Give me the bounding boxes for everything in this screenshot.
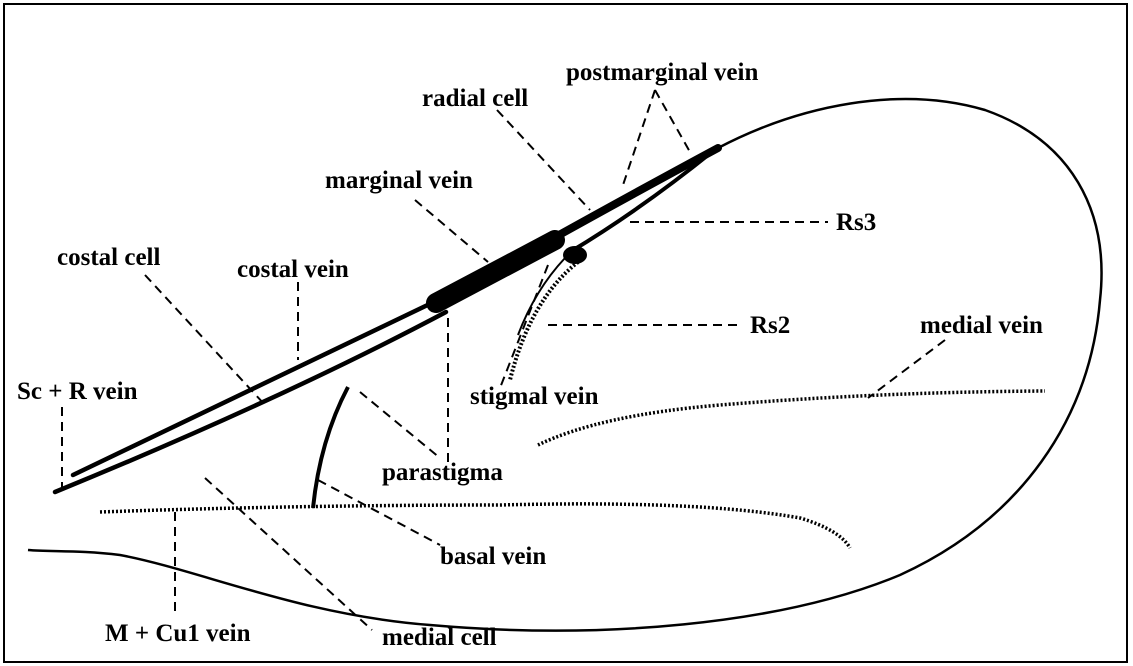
label-radial-cell: radial cell xyxy=(422,86,528,111)
stigma-knob xyxy=(563,246,587,264)
label-rs2: Rs2 xyxy=(750,313,790,338)
label-medial-vein: medial vein xyxy=(920,313,1043,338)
medial-vein-line xyxy=(538,391,1045,445)
stigmal-vein-line xyxy=(510,262,578,380)
leader-costal-cell xyxy=(145,275,265,405)
radial-cell-edge xyxy=(570,152,712,252)
label-stigmal-vein: stigmal vein xyxy=(470,384,598,409)
label-m-cu1-vein: M + Cu1 vein xyxy=(105,621,251,646)
wing-outline xyxy=(28,99,1102,630)
label-sc-r-vein: Sc + R vein xyxy=(17,379,138,404)
leader-stigmal-vein xyxy=(500,265,548,388)
leader-medial-vein xyxy=(868,340,945,398)
label-basal-vein: basal vein xyxy=(440,544,546,569)
leader-postmarginal-b xyxy=(655,90,690,152)
m-cu1-vein-line xyxy=(100,504,850,548)
leader-radial-cell xyxy=(497,110,590,210)
postmarginal-vein-line xyxy=(550,148,718,240)
label-rs3: Rs3 xyxy=(836,210,876,235)
label-parastigma: parastigma xyxy=(382,460,503,485)
leader-parastigma-b xyxy=(360,392,440,458)
label-marginal-vein: marginal vein xyxy=(325,168,473,193)
label-costal-vein: costal vein xyxy=(237,257,349,282)
leader-marginal-vein xyxy=(415,200,488,262)
label-postmarginal-vein: postmarginal vein xyxy=(566,60,758,85)
leader-basal-vein xyxy=(318,480,440,545)
label-medial-cell: medial cell xyxy=(382,625,497,650)
leader-medial-cell xyxy=(205,478,372,630)
leader-postmarginal-a xyxy=(622,90,655,188)
basal-vein-line xyxy=(313,387,348,508)
label-costal-cell: costal cell xyxy=(57,245,160,270)
